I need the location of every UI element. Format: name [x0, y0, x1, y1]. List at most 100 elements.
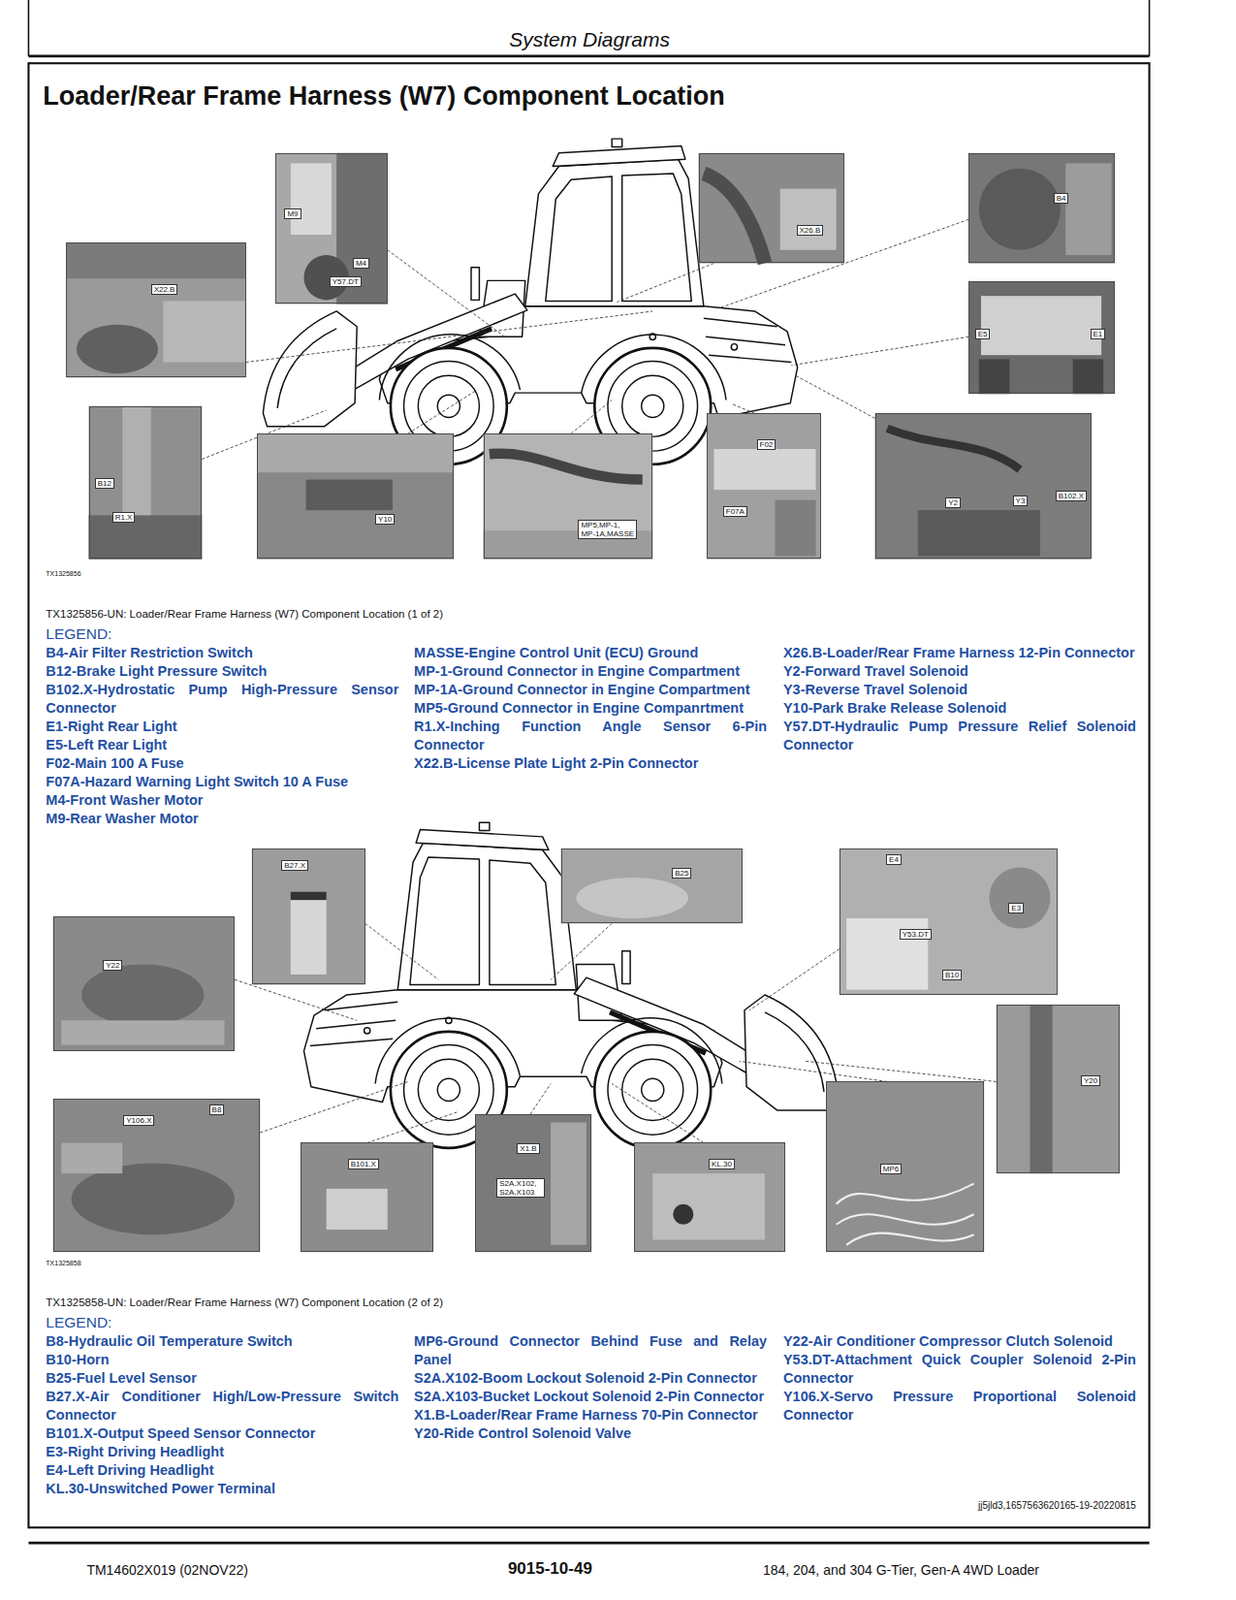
legend-entry: MASSE-Engine Control Unit (ECU) Ground: [413, 643, 767, 663]
photo: [979, 168, 1061, 251]
figure-caption: TX1325858-UN: Loader/Rear Frame Harness …: [45, 1296, 444, 1308]
page-frame: [28, 55, 1149, 59]
photo: [713, 448, 816, 490]
legend-column: B8-Hydraulic Oil Temperature SwitchB10-H…: [45, 1331, 399, 1498]
photo: [65, 242, 246, 279]
photo-inset: B8Y106.X: [53, 1098, 261, 1252]
callout-label: S2A.X102, S2A.X103: [496, 1177, 545, 1198]
legend-column: X26.B-Loader/Rear Frame Harness 12-Pin C…: [783, 643, 1137, 755]
leader-line: [234, 979, 357, 1020]
callout-label: R1.X: [112, 511, 136, 523]
photo-inset: MP6: [825, 1080, 984, 1252]
photo: [256, 433, 454, 559]
callout-label: MP5,MP-1, MP-1A,MASSE: [577, 519, 637, 539]
legend-entry: X26.B-Loader/Rear Frame Harness 12-Pin C…: [783, 643, 1137, 663]
leader-line: [550, 922, 612, 980]
legend-entry: S2A.X102-Boom Lockout Solenoid 2-Pin Con…: [413, 1368, 767, 1388]
photo: [875, 412, 1092, 559]
legend-entry: B102.X-Hydrostatic Pump High-Pressure Se…: [45, 680, 399, 718]
photo: [575, 877, 689, 919]
photo: [979, 358, 1011, 394]
leader-line: [387, 250, 506, 337]
photo: [290, 897, 327, 975]
legend-entry: X22.B-License Plate Light 2-Pin Connecto…: [413, 754, 767, 773]
photo: [53, 916, 235, 1051]
photo: [1030, 1005, 1053, 1174]
legend-entry: Y2-Forward Travel Solenoid: [783, 662, 1137, 681]
photo: [1073, 358, 1105, 394]
photo: [65, 242, 246, 378]
photo: [968, 281, 1114, 394]
callout-label: Y22: [102, 959, 123, 971]
legend-heading: LEGEND:: [45, 625, 112, 643]
page-frame: [28, 1541, 1149, 1545]
leader-line: [570, 400, 612, 435]
legend-entry: S2A.X103-Bucket Lockout Solenoid 2-Pin C…: [413, 1387, 767, 1406]
legend-entry: E4-Left Driving Headlight: [45, 1460, 399, 1480]
figure-id: TX1325858: [45, 1259, 81, 1267]
loader-view-2: [303, 822, 838, 1148]
photo-inset: B4: [968, 153, 1114, 264]
photo: [652, 1172, 765, 1239]
legend-entry: M4-Front Washer Motor: [45, 791, 399, 810]
photo: [475, 1113, 592, 1252]
callout-label: B12: [95, 477, 115, 489]
photo: [775, 500, 817, 557]
photo: [1065, 162, 1111, 255]
callout-label: Y106.X: [123, 1114, 155, 1126]
legend-entry: B10-Horn: [45, 1350, 399, 1369]
photo: [300, 1142, 434, 1253]
legend-entry: B12-Brake Light Pressure Switch: [45, 662, 399, 681]
photo-inset: X1.B S2A.X102, S2A.X103: [475, 1113, 592, 1252]
callout-label: Y20: [1080, 1075, 1101, 1086]
legend-entry: MP6-Ground Connector Behind Fuse and Rel…: [413, 1331, 767, 1369]
callout-label: E5: [975, 328, 991, 340]
photo: [875, 412, 1092, 559]
leader-line: [805, 1060, 997, 1081]
callout-label: Y10: [375, 513, 395, 525]
photo: [275, 153, 388, 305]
page-frame: [28, 0, 1149, 57]
photo: [256, 433, 454, 473]
legend-entry: B101.X-Output Speed Sensor Connector: [45, 1424, 399, 1443]
callout-label: X1.B: [516, 1142, 539, 1154]
section-header: System Diagrams: [436, 28, 743, 52]
legend-entry: B27.X-Air Conditioner High/Low-Pressure …: [45, 1387, 399, 1425]
legend-entry: M9-Rear Washer Motor: [45, 809, 399, 828]
legend-entry: F02-Main 100 A Fuse: [45, 754, 399, 773]
photo: [968, 153, 1114, 264]
callout-label: X26.B: [796, 224, 824, 236]
callout-label: X22.B: [151, 284, 179, 295]
legend-entry: B8-Hydraulic Oil Temperature Switch: [45, 1331, 399, 1351]
page-frame: [28, 0, 1149, 1543]
photo: [252, 849, 366, 985]
leader-line: [259, 1080, 409, 1133]
callout-label: MP6: [880, 1163, 902, 1174]
legend-entry: E1-Right Rear Light: [45, 717, 399, 736]
photo: [483, 433, 654, 559]
legend-column: B4-Air Filter Restriction SwitchB12-Brak…: [45, 643, 399, 828]
leader-line: [408, 389, 478, 434]
photo: [996, 1005, 1120, 1174]
leader-line: [246, 311, 654, 363]
legend-entry: MP5-Ground Connector in Engine Companrtm…: [413, 698, 767, 718]
leader-line: [530, 1083, 551, 1115]
photo-inset: X26.B: [698, 153, 845, 264]
callout-label: B8: [209, 1104, 225, 1115]
legend-entry: B25-Fuel Level Sensor: [45, 1368, 399, 1388]
photo: [162, 300, 245, 362]
leader-line: [795, 375, 876, 418]
photo: [633, 1142, 786, 1253]
photo: [475, 1113, 592, 1252]
photo: [81, 963, 204, 1025]
photo: [968, 281, 1114, 394]
photo-inset: MP5,MP-1, MP-1A,MASSE: [483, 433, 654, 559]
photo: [326, 1188, 388, 1230]
photo: [53, 1098, 261, 1252]
leader-line: [731, 404, 755, 413]
photo-inset: E4E3Y53.DTB10: [839, 848, 1058, 994]
photo-inset: Y22: [53, 916, 235, 1051]
photo: [988, 866, 1050, 928]
photo-inset: B25: [561, 848, 743, 923]
photo: [836, 1183, 975, 1245]
